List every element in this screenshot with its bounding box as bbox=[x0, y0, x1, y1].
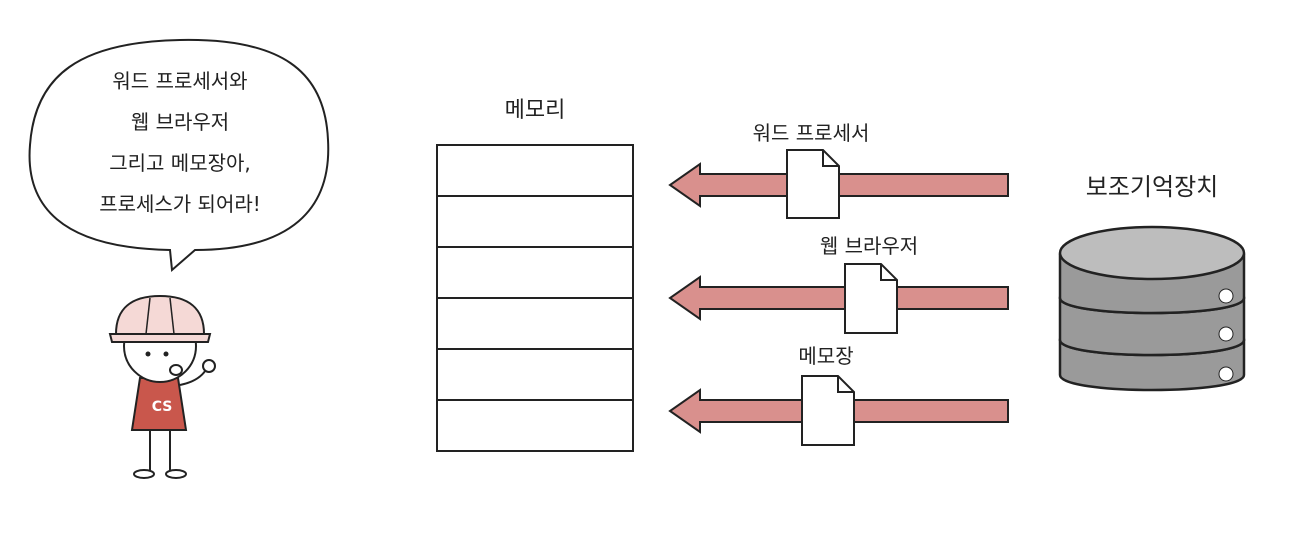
memory-slot bbox=[436, 297, 634, 350]
transfer-label-notepad: 메모장 bbox=[798, 344, 853, 368]
speech-line-4: 프로세스가 되어라! bbox=[99, 192, 261, 216]
file-icon bbox=[801, 375, 855, 446]
transfer-label-browser: 웹 브라우저 bbox=[820, 234, 918, 258]
speech-line-1: 워드 프로세서와 bbox=[112, 69, 247, 93]
transfer-notepad: 메모장 bbox=[668, 344, 1009, 446]
database-icon bbox=[1058, 225, 1246, 392]
storage-label: 보조기억장치 bbox=[1086, 173, 1218, 201]
speech-line-2: 웹 브라우저 bbox=[131, 110, 229, 134]
memory-slot bbox=[436, 144, 634, 197]
shirt-logo: CS bbox=[152, 399, 173, 415]
speech-line-3: 그리고 메모장아, bbox=[109, 151, 251, 175]
memory-slot bbox=[436, 348, 634, 401]
memory: 메모리 bbox=[436, 98, 634, 452]
speech-bubble: 워드 프로세서와 웹 브라우저 그리고 메모장아, 프로세스가 되어라! bbox=[28, 38, 330, 273]
memory-label: 메모리 bbox=[505, 98, 566, 123]
transfers: 워드 프로세서 웹 브라우저 메모장 bbox=[668, 121, 1009, 446]
memory-slot bbox=[436, 399, 634, 452]
transfer-label-word: 워드 프로세서 bbox=[753, 121, 870, 145]
memory-slots bbox=[436, 144, 634, 452]
character: CS bbox=[108, 294, 216, 479]
transfer-browser: 웹 브라우저 bbox=[668, 234, 1009, 334]
character-helmet bbox=[114, 294, 206, 335]
secondary-storage: 보조기억장치 bbox=[1058, 173, 1246, 392]
memory-slot bbox=[436, 246, 634, 299]
file-icon bbox=[844, 263, 898, 334]
file-icon bbox=[786, 149, 840, 219]
memory-slot bbox=[436, 195, 634, 248]
transfer-word: 워드 프로세서 bbox=[668, 121, 1009, 219]
arrow-browser bbox=[668, 275, 1009, 321]
